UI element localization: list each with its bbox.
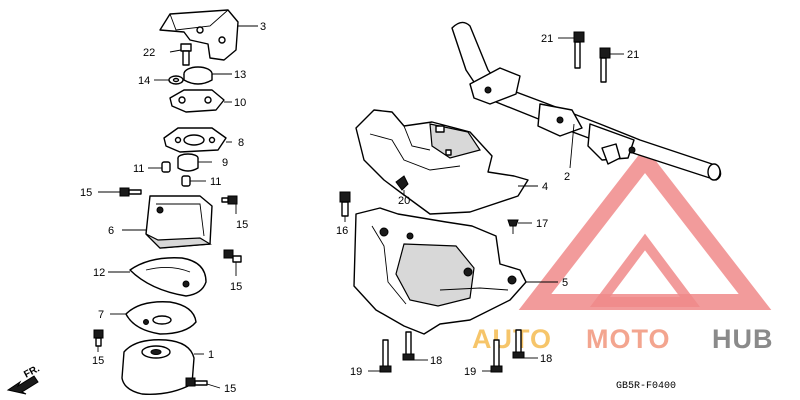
callout-12: 12 xyxy=(93,267,105,279)
watermark-word-auto: AUTO xyxy=(472,324,552,354)
part-9-collar xyxy=(177,153,212,172)
part-11-collar-lower xyxy=(181,175,206,187)
watermark: AUTO MOTO HUB xyxy=(472,146,774,354)
part-15-bolt-d xyxy=(93,329,104,352)
callout-7: 7 xyxy=(98,309,104,321)
callout-13: 13 xyxy=(234,69,246,81)
part-8-gasket xyxy=(163,127,232,153)
part-21-bolt-right xyxy=(599,47,624,83)
callout-3: 3 xyxy=(260,21,266,33)
part-3-bracket xyxy=(159,9,258,61)
part-21-bolt-left xyxy=(558,31,585,69)
part-11-collar-upper xyxy=(148,161,171,173)
callout-11-upper: 11 xyxy=(133,163,144,175)
part-20-screw xyxy=(395,175,409,196)
part-5-lower-cover xyxy=(353,207,558,335)
callout-4: 4 xyxy=(542,181,548,193)
watermark-triangle-inner-icon xyxy=(590,233,700,307)
callout-15-e: 15 xyxy=(224,383,236,395)
callout-6: 6 xyxy=(108,225,114,237)
part-1-switch-body xyxy=(121,339,204,395)
callout-11-lower: 11 xyxy=(210,176,221,188)
part-6-holder xyxy=(122,195,213,249)
callout-15-c: 15 xyxy=(230,281,242,293)
part-7-plate xyxy=(110,301,197,335)
watermark-word-hub: HUB xyxy=(712,324,774,354)
part-13-nut xyxy=(183,66,232,85)
callout-19-right: 19 xyxy=(464,366,476,378)
callout-22: 22 xyxy=(143,47,155,59)
part-14-washer xyxy=(154,75,184,85)
callout-5: 5 xyxy=(562,277,568,289)
part-15-bolt-c xyxy=(223,249,242,276)
part-17-screw xyxy=(507,219,532,234)
callout-10: 10 xyxy=(234,97,246,109)
callout-14: 14 xyxy=(138,75,150,87)
part-19-screw-left xyxy=(368,339,392,373)
part-10-plate xyxy=(169,89,232,113)
part-16-bolt xyxy=(339,191,351,222)
callout-19-left: 19 xyxy=(350,366,362,378)
callout-8: 8 xyxy=(238,137,244,149)
part-4-upper-cover xyxy=(355,109,538,215)
callout-15-b: 15 xyxy=(236,219,248,231)
callout-17: 17 xyxy=(536,218,548,230)
callout-18-right: 18 xyxy=(540,353,552,365)
part-18-screw-left xyxy=(402,331,428,361)
part-19-screw-right xyxy=(482,339,503,373)
callout-labels: 3 22 13 14 10 8 9 11 11 15 15 6 12 15 7 … xyxy=(80,21,639,395)
callout-1: 1 xyxy=(208,349,214,361)
part-22-bolt xyxy=(169,43,192,66)
part-15-bolt-a xyxy=(98,187,142,197)
callout-16: 16 xyxy=(336,225,348,237)
callout-21-left: 21 xyxy=(541,33,553,45)
callout-18-left: 18 xyxy=(430,355,442,367)
callout-15-a: 15 xyxy=(80,187,92,199)
callout-20: 20 xyxy=(398,195,410,207)
front-direction-label: FR. xyxy=(22,363,42,380)
part-12-cover xyxy=(108,257,207,297)
watermark-word-moto: MOTO xyxy=(586,324,671,354)
diagram-code: GB5R-F0400 xyxy=(616,381,676,392)
front-direction-arrow-icon xyxy=(6,375,39,395)
callout-2: 2 xyxy=(564,171,570,183)
part-18-screw-right xyxy=(512,329,538,359)
callout-15-d: 15 xyxy=(92,355,104,367)
callout-21-right: 21 xyxy=(627,49,639,61)
part-2-handlebar xyxy=(451,21,722,181)
part-15-bolt-e xyxy=(185,377,221,389)
callout-9: 9 xyxy=(222,157,228,169)
part-15-bolt-b xyxy=(221,195,238,214)
